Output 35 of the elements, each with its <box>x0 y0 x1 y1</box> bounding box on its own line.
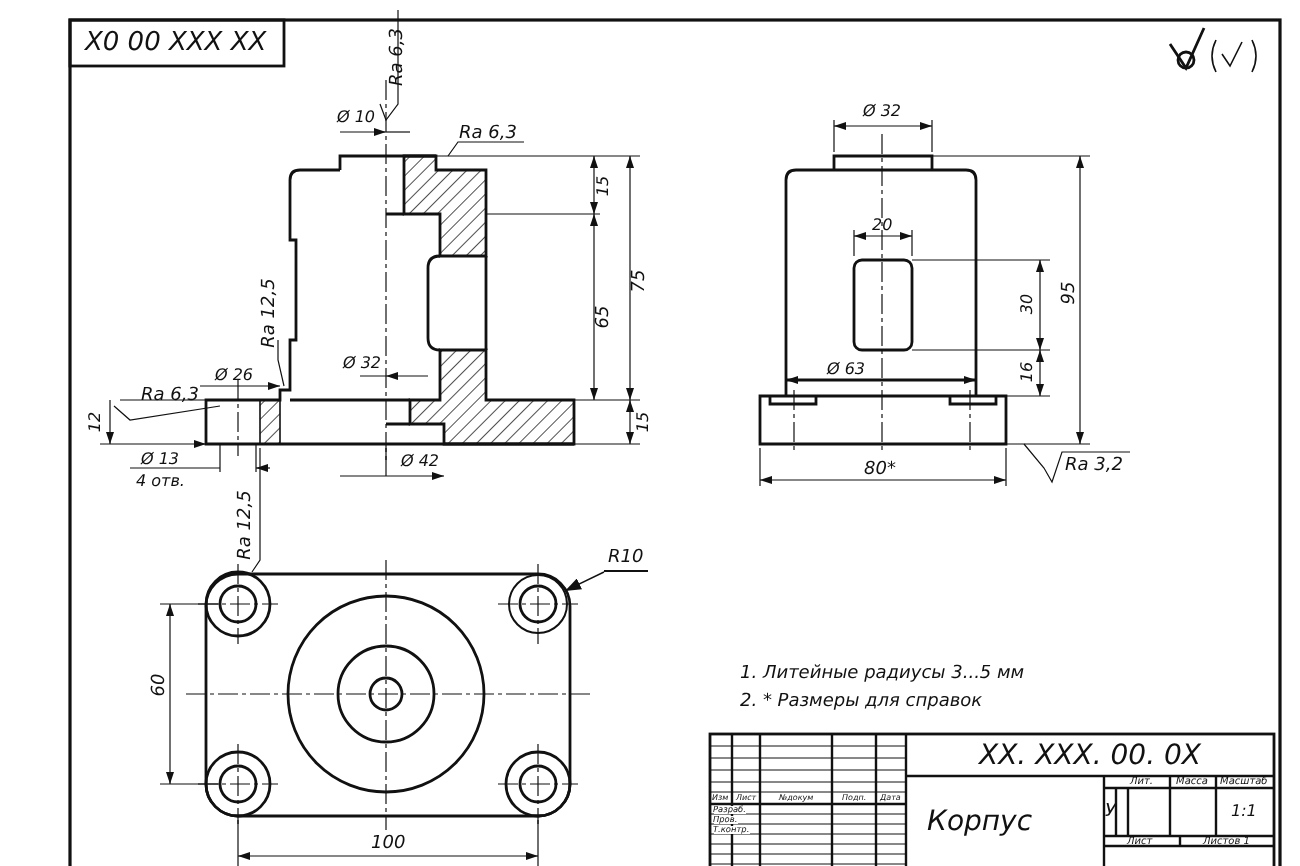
leader-line <box>564 571 605 592</box>
roughness-label: Ra 6,3 <box>388 27 407 85</box>
dimension-text: Ø 42 <box>401 454 440 470</box>
roughness-label: Ra 12,5 <box>236 489 255 559</box>
roughness-label: Ra 3,2 <box>1065 457 1123 475</box>
note-text: 1. Литейные радиусы 3...5 мм <box>740 665 1025 683</box>
dimension-text: Ø 13 <box>141 452 180 468</box>
dimension-text: 95 <box>1061 280 1080 304</box>
dimension-text: 15 <box>596 175 613 197</box>
title-block-text: 1:1 <box>1231 804 1257 820</box>
dimension-text: 100 <box>371 835 406 853</box>
dimension-text: 15 <box>636 411 653 433</box>
part-name: Корпус <box>927 808 1033 836</box>
dimension-text: 30 <box>1020 293 1037 315</box>
dimension-text: 65 <box>595 304 614 328</box>
drawing-number: X0 00 XXX XX <box>85 29 267 55</box>
dimension-text: R10 <box>604 548 648 572</box>
roughness-label: Ra 6,3 <box>459 125 517 143</box>
dimension-text: 60 <box>151 672 170 696</box>
roughness-label: Ra 6,3 <box>141 387 199 405</box>
document-code: XX. XXX. 00. 0X <box>979 742 1201 770</box>
dimension-text: Ø 26 <box>215 368 254 384</box>
dimension-text: 16 <box>1020 361 1037 383</box>
dimension-text: 75 <box>631 268 650 292</box>
dimension-text: Ø 32 <box>863 104 902 120</box>
dimension-text: 4 отв. <box>136 474 185 490</box>
dimension-text: Ø 10 <box>337 110 376 126</box>
dimension-text: 20 <box>872 218 893 234</box>
dimension-text: Ø 63 <box>827 362 866 378</box>
note-text: 2. * Размеры для справок <box>740 693 983 711</box>
dimension-text: 12 <box>88 411 105 433</box>
boss-circle <box>508 574 568 634</box>
dimension-text: 80* <box>864 461 896 479</box>
dimension-text: Ø 32 <box>343 356 382 372</box>
roughness-label: Ra 12,5 <box>260 277 279 347</box>
